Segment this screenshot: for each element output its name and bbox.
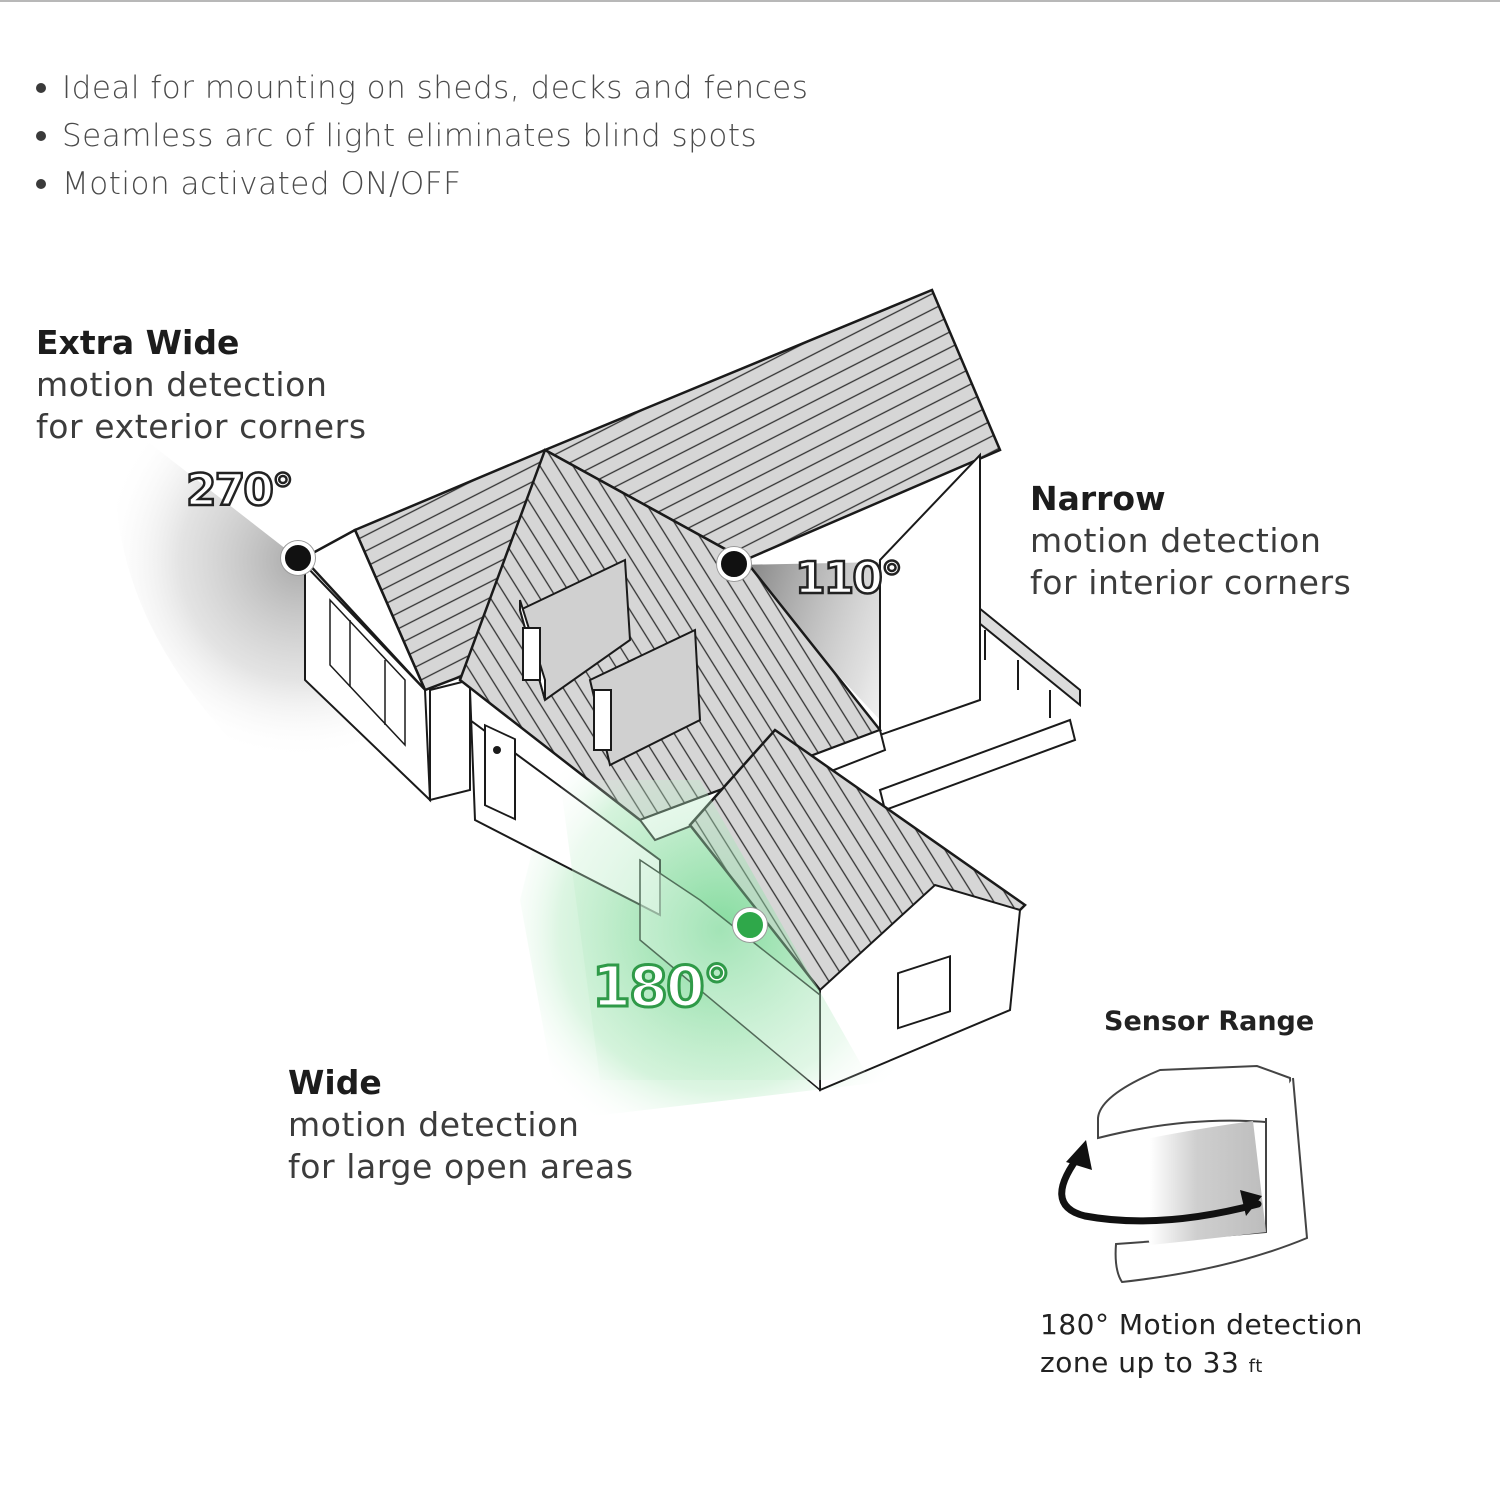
sensor-caption-line2: zone up to 33 ft [1040,1344,1363,1386]
top-divider [0,0,1500,2]
front-door [484,723,516,821]
sensor-marker-110 [717,547,751,581]
angle-label-270: 270° [185,464,295,518]
sensor-caption: 180° Motion detection zone up to 33 ft [1040,1306,1363,1386]
callout-title: Extra Wide [36,323,240,362]
feature-item: Motion activated ON/OFF [36,160,808,208]
feature-item: Seamless arc of light eliminates blind s… [36,112,808,160]
sensor-range-unit: ft [1248,1356,1263,1377]
garage-window [897,955,951,1030]
callout-extra-wide: Extra Wide motion detection for exterior… [36,322,367,448]
callout-wide: Wide motion detection for large open are… [288,1062,634,1188]
feature-text: Ideal for mounting on sheds, decks and f… [62,70,809,106]
callout-line: motion detection [288,1105,580,1144]
sensor-marker-270 [281,541,315,575]
angle-label-180: 180° [591,954,733,1022]
callout-title: Wide [288,1063,382,1102]
sensor-caption-line1: 180° Motion detection [1040,1308,1363,1341]
callout-line: for interior corners [1030,563,1352,602]
feature-list: Ideal for mounting on sheds, decks and f… [36,64,808,208]
callout-line: for exterior corners [36,407,367,446]
callout-narrow: Narrow motion detection for interior cor… [1030,478,1351,604]
dormers [518,558,702,767]
sensor-range-value: zone up to 33 [1040,1346,1240,1379]
sensor-range-title: Sensor Range [1104,1006,1315,1037]
callout-title: Narrow [1030,479,1166,518]
feature-text: Seamless arc of light eliminates blind s… [62,118,758,154]
sensor-marker-180 [733,908,767,942]
angle-label-110: 110° [794,552,904,606]
callout-line: motion detection [36,365,328,404]
feature-item: Ideal for mounting on sheds, decks and f… [36,64,808,112]
bullet-icon [36,83,46,93]
bullet-icon [36,131,46,141]
callout-line: motion detection [1030,521,1322,560]
feature-text: Motion activated ON/OFF [62,166,462,202]
bullet-icon [36,179,46,189]
callout-line: for large open areas [288,1147,634,1186]
